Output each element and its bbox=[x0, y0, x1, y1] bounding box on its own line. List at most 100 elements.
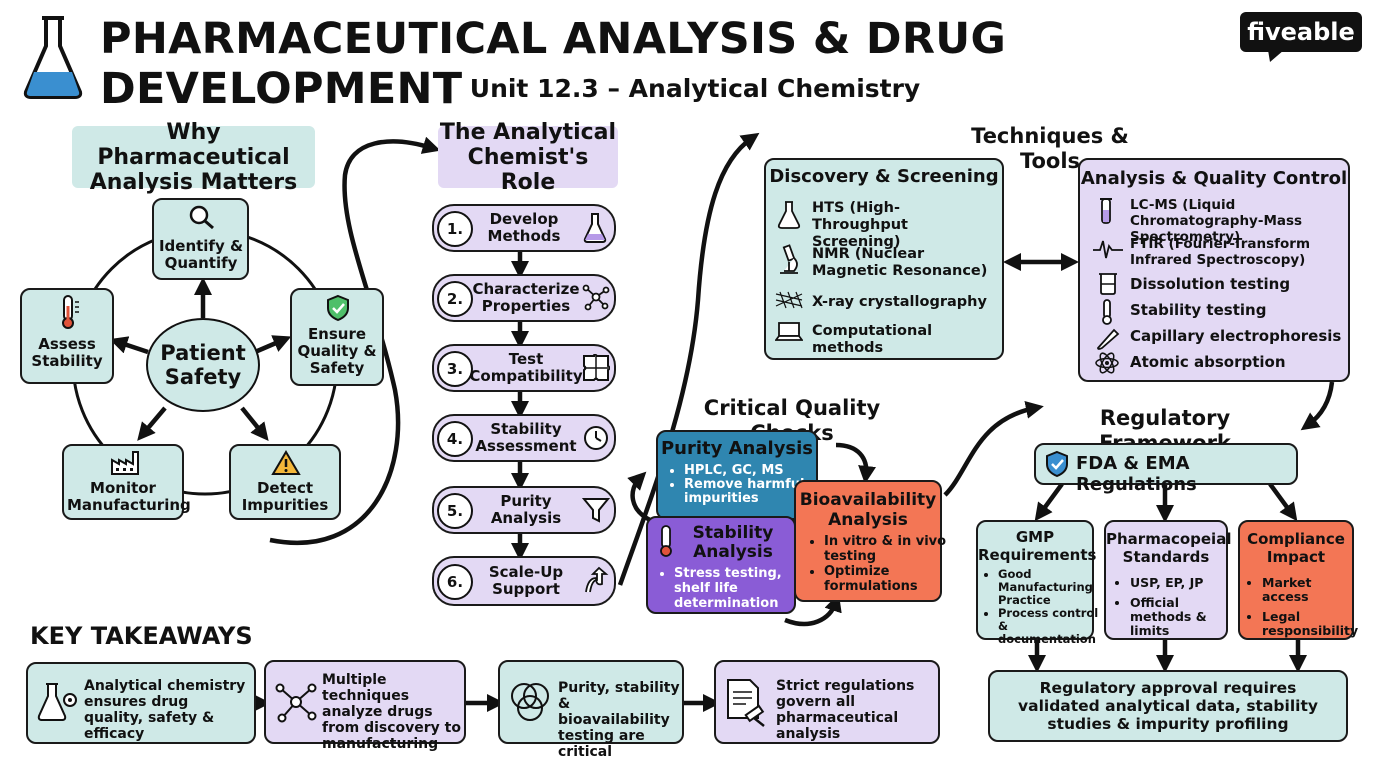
bioavailability-analysis-box: Bioavailability Analysis In vitro & in v… bbox=[794, 480, 946, 602]
logo-tail-icon bbox=[1268, 50, 1284, 62]
step-number: 5. bbox=[437, 493, 473, 529]
discovery-item: HTS (High-Throughput Screening) bbox=[812, 200, 908, 250]
compliance-list: Market access Legal responsibility bbox=[1248, 576, 1362, 638]
step-label: Purity Analysis bbox=[490, 492, 562, 527]
discovery-item: NMR (Nuclear Magnetic Resonance) bbox=[812, 246, 988, 279]
takeaway-2: Multiple techniques analyze drugs from d… bbox=[264, 660, 466, 752]
role-step-2[interactable]: 2. Characterize Properties bbox=[432, 274, 616, 322]
purity-item: HPLC, GC, MS bbox=[684, 464, 824, 478]
detect-node: Detect Impurities bbox=[229, 444, 341, 520]
puzzle-icon bbox=[583, 354, 610, 381]
stability-title: Stability Analysis bbox=[692, 523, 774, 562]
arrow-checks-to-regulatory bbox=[943, 400, 1044, 497]
funnel-icon bbox=[582, 498, 610, 523]
stability-analysis-box: Stability Analysis Stress testing, shelf… bbox=[646, 516, 796, 614]
step-number: 6. bbox=[437, 564, 473, 600]
document-gavel-icon bbox=[727, 679, 765, 727]
identify-label: Identify & Quantify bbox=[158, 237, 244, 272]
role-step-6[interactable]: 6. Scale-Up Support bbox=[432, 556, 616, 606]
gmp-list: Good Manufacturing Practice Process cont… bbox=[984, 568, 1102, 646]
page-subtitle: Unit 12.3 – Analytical Chemistry bbox=[469, 74, 921, 103]
warning-icon bbox=[271, 450, 301, 475]
shield-icon bbox=[1046, 450, 1068, 478]
pharma-list: USP, EP, JP Official methods & limits bbox=[1116, 576, 1238, 638]
molecule-icon bbox=[582, 284, 610, 311]
test-tube-icon bbox=[777, 201, 801, 229]
ensure-label: Ensure Quality & Safety bbox=[297, 325, 377, 377]
stability-list: Stress testing, shelf life determination bbox=[660, 566, 802, 611]
analysis-heading: Analysis & Quality Control bbox=[1080, 168, 1348, 189]
fda-ema-box: FDA & EMA Regulations bbox=[1034, 443, 1298, 495]
takeaway-text: Multiple techniques analyze drugs from d… bbox=[322, 672, 461, 752]
takeaway-text: Analytical chemistry ensures drug qualit… bbox=[84, 678, 246, 742]
discovery-item: X-ray crystallography bbox=[812, 294, 987, 310]
analysis-item: LC-MS (Liquid Chromatography-Mass Spectr… bbox=[1130, 197, 1303, 245]
pharma-item: USP, EP, JP bbox=[1130, 576, 1238, 590]
patient-safety-node: Patient Safety bbox=[146, 318, 260, 412]
discovery-box: Discovery & Screening HTS (High-Throughp… bbox=[764, 158, 1004, 360]
takeaway-3: Purity, stability & bioavailability test… bbox=[498, 660, 684, 760]
pharmacopeial-box: Pharmacopeial Standards USP, EP, JP Offi… bbox=[1104, 520, 1232, 640]
spectrum-icon bbox=[1093, 240, 1123, 259]
purity-analysis-box: Purity Analysis HPLC, GC, MS Remove harm… bbox=[656, 430, 818, 520]
role-step-1[interactable]: 1. Develop Methods bbox=[432, 204, 616, 252]
identify-node: Identify & Quantify bbox=[152, 198, 249, 280]
discovery-heading: Discovery & Screening bbox=[769, 166, 999, 187]
network-icon bbox=[275, 683, 317, 723]
shield-check-icon bbox=[327, 294, 349, 322]
page-title: PHARMACEUTICAL ANALYSIS & DRUG DEVELOPME… bbox=[100, 14, 1007, 114]
stability-item: Stress testing, shelf life determination bbox=[674, 566, 802, 611]
arrow-to-detect bbox=[240, 406, 269, 442]
purity-list: HPLC, GC, MS Remove harmful impurities bbox=[670, 464, 824, 506]
step-label: Characterize Properties bbox=[472, 280, 580, 315]
regulatory-approval-box: Regulatory approval requires validated a… bbox=[988, 670, 1348, 742]
role-step-4[interactable]: 4. Stability Assessment bbox=[432, 414, 616, 462]
step-number: 4. bbox=[437, 421, 473, 457]
detect-label: Detect Impurities bbox=[241, 479, 329, 514]
capillary-icon bbox=[1097, 328, 1120, 350]
gmp-item: Process control & documentation bbox=[998, 607, 1102, 646]
arrow-to-assess bbox=[109, 336, 149, 355]
pharma-title: Pharmacopeial Standards bbox=[1106, 530, 1232, 566]
thermometer-icon bbox=[1102, 299, 1112, 325]
trend-arrow-icon bbox=[585, 566, 609, 593]
ensure-node: Ensure Quality & Safety bbox=[290, 288, 384, 386]
analysis-item: Dissolution testing bbox=[1130, 275, 1291, 293]
monitor-node: Monitor Manufacturing bbox=[62, 444, 191, 520]
beaker-icon bbox=[1099, 273, 1117, 295]
vial-icon bbox=[1100, 198, 1112, 224]
flask-gear-icon bbox=[37, 683, 77, 721]
role-step-5[interactable]: 5. Purity Analysis bbox=[432, 486, 616, 534]
techniques-heading: Techniques & Tools bbox=[971, 124, 1129, 173]
analysis-item: Capillary electrophoresis bbox=[1130, 327, 1342, 345]
purity-title: Purity Analysis bbox=[660, 438, 814, 459]
compliance-item: Legal responsibility bbox=[1262, 610, 1362, 638]
takeaway-text: Strict regulations govern all pharmaceut… bbox=[776, 678, 915, 742]
takeaways-heading: KEY TAKEAWAYS bbox=[30, 622, 253, 650]
step-number: 2. bbox=[437, 281, 473, 317]
crystal-lattice-icon bbox=[775, 291, 803, 309]
bio-item: Optimize formulations bbox=[824, 564, 950, 594]
clock-icon bbox=[584, 426, 608, 450]
flask-logo-icon bbox=[23, 16, 83, 99]
takeaway-4: Strict regulations govern all pharmaceut… bbox=[714, 660, 940, 744]
venn-icon bbox=[511, 683, 549, 721]
fda-ema-label: FDA & EMA Regulations bbox=[1076, 453, 1197, 495]
assess-label: Assess Stability bbox=[31, 335, 103, 370]
step-label: Test Compatibility bbox=[469, 350, 583, 385]
arrow-to-ensure bbox=[254, 335, 292, 355]
monitor-label: Monitor Manufacturing bbox=[67, 479, 191, 514]
role-step-3[interactable]: 3. Test Compatibility bbox=[432, 344, 616, 392]
step-number: 3. bbox=[437, 351, 473, 387]
bio-title: Bioavailability Analysis bbox=[799, 490, 937, 530]
atom-icon bbox=[1095, 352, 1119, 374]
compliance-item: Market access bbox=[1262, 576, 1362, 604]
pharma-item: Official methods & limits bbox=[1130, 596, 1238, 638]
step-number: 1. bbox=[437, 211, 473, 247]
thermometer-icon bbox=[62, 295, 79, 329]
laptop-icon bbox=[775, 322, 803, 341]
role-heading: The Analytical Chemist's Role bbox=[438, 119, 618, 195]
discovery-item: Computational methods bbox=[812, 323, 933, 356]
arrow-techniques-to-regulatory bbox=[1300, 381, 1335, 431]
